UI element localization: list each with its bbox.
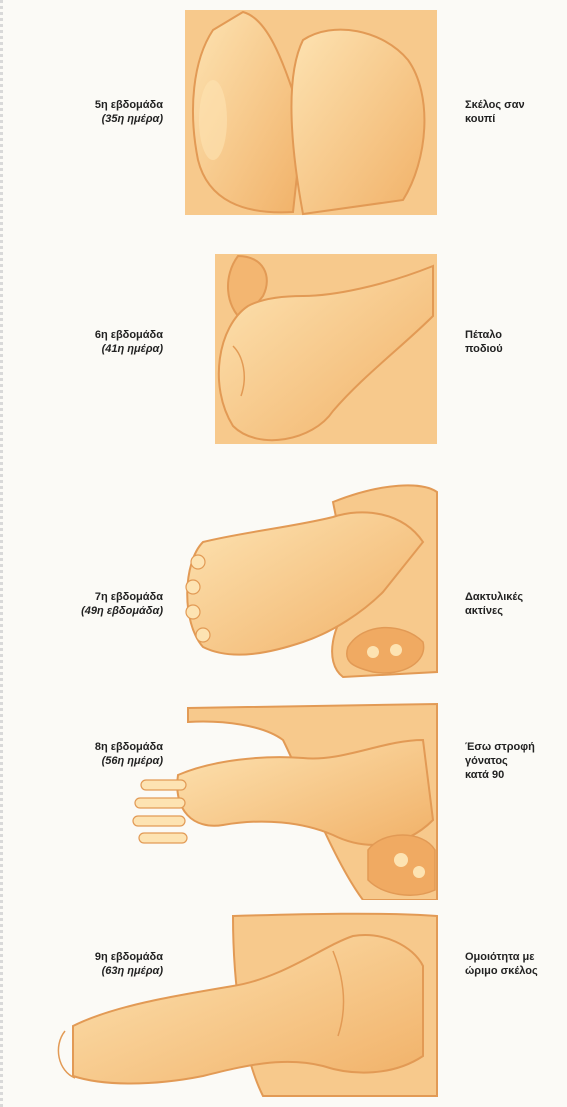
limb-illustration-week-7: [3, 472, 567, 690]
week-label: 7η εβδομάδα: [95, 591, 163, 603]
description-line: ώριμο σκέλος: [465, 964, 567, 978]
stage-week-9: 9η εβδομάδα (63η ημέρα) Ομοιότητα με ώρι…: [3, 906, 567, 1102]
stage-label-left: 9η εβδομάδα (63η ημέρα): [13, 950, 163, 978]
stage-week-6: 6η εβδομάδα (41η ημέρα) Πέταλο ποδιού: [3, 236, 567, 456]
stage-week-7: 7η εβδομάδα (49η εβδομάδα) Δακτυλικές ακ…: [3, 472, 567, 690]
toe: [139, 833, 187, 843]
stage-week-5: 5η εβδομάδα (35η ημέρα) Σκέλος σαν κουπί: [3, 0, 567, 222]
day-label: (56η ημέρα): [13, 754, 163, 768]
stage-description: Ομοιότητα με ώριμο σκέλος: [465, 950, 567, 978]
digit-ray: [186, 605, 200, 619]
day-label: (63η ημέρα): [13, 964, 163, 978]
description-line: Έσω στροφή: [465, 740, 567, 754]
digit-ray: [186, 580, 200, 594]
stage-description: Σκέλος σαν κουπί: [465, 98, 567, 126]
stage-description: Δακτυλικές ακτίνες: [465, 590, 567, 618]
stage-description: Πέταλο ποδιού: [465, 328, 567, 356]
description-line: Δακτυλικές: [465, 590, 567, 604]
stage-week-8: 8η εβδομάδα (56η ημέρα) Έσω στροφή γόνατ…: [3, 700, 567, 900]
description-line: κατά 90: [465, 768, 567, 782]
stage-label-left: 8η εβδομάδα (56η ημέρα): [13, 740, 163, 768]
knee-highlight: [394, 853, 408, 867]
toe: [141, 780, 186, 790]
stage-label-left: 6η εβδομάδα (41η ημέρα): [13, 328, 163, 356]
digit-ray: [196, 628, 210, 642]
week-label: 9η εβδομάδα: [95, 951, 163, 963]
toe: [135, 798, 185, 808]
week-label: 5η εβδομάδα: [95, 99, 163, 111]
week-label: 8η εβδομάδα: [95, 741, 163, 753]
stage-label-left: 5η εβδομάδα (35η ημέρα): [13, 98, 163, 126]
stage-label-left: 7η εβδομάδα (49η εβδομάδα): [13, 590, 163, 618]
limb-illustration-week-9: [3, 906, 567, 1102]
day-label: (49η εβδομάδα): [13, 604, 163, 618]
knee-highlight: [390, 644, 402, 656]
knee-highlight: [413, 866, 425, 878]
limb-paddle: [291, 30, 424, 214]
description-line: κουπί: [465, 112, 567, 126]
description-line: Ομοιότητα με: [465, 950, 567, 964]
digit-ray: [191, 555, 205, 569]
description-line: Πέταλο: [465, 328, 567, 342]
description-line: γόνατος: [465, 754, 567, 768]
day-label: (41η ημέρα): [13, 342, 163, 356]
stage-description: Έσω στροφή γόνατος κατά 90: [465, 740, 567, 782]
day-label: (35η ημέρα): [13, 112, 163, 126]
limb-illustration-week-8: [3, 700, 567, 900]
highlight: [199, 80, 227, 160]
toe: [133, 816, 185, 826]
description-line: ακτίνες: [465, 604, 567, 618]
week-label: 6η εβδομάδα: [95, 329, 163, 341]
description-line: ποδιού: [465, 342, 567, 356]
description-line: Σκέλος σαν: [465, 98, 567, 112]
knee-highlight: [367, 646, 379, 658]
